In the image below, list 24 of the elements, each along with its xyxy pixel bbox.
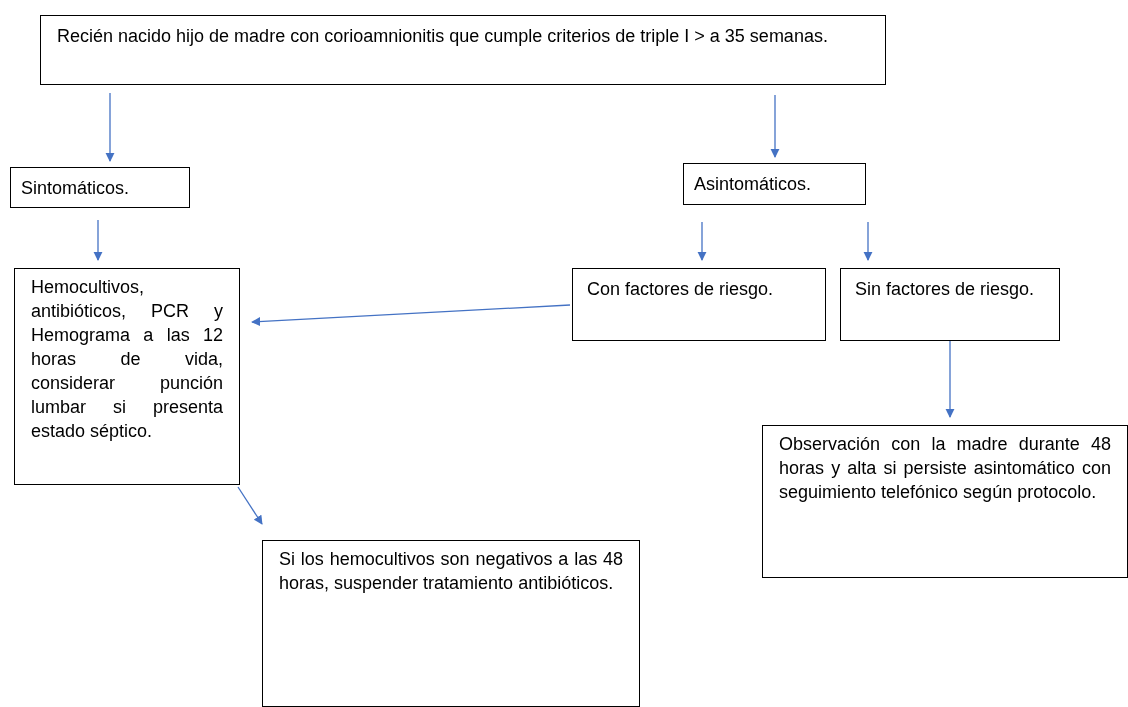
node-text: Asintomáticos. <box>694 173 813 196</box>
process-box <box>10 167 190 208</box>
arrow <box>697 221 707 261</box>
process-box <box>14 268 240 485</box>
process-box <box>572 268 826 341</box>
node-text: Recién nacido hijo de madre con corioamnionitis que cumple criterios de triple I > a 35 semanas. <box>57 25 829 48</box>
arrow <box>945 340 955 418</box>
node-text: Sin factores de riesgo. <box>855 278 1036 301</box>
node-text: Observación con la madre durante 48 horas y alta si persiste asintomático con seguimiento telefónico según protocolo. <box>779 433 1111 504</box>
arrow <box>93 219 103 261</box>
node-text: Si los hemocultivos son negativos a las 48 horas, suspender tratamiento antibióticos. <box>279 548 623 595</box>
arrow <box>105 92 115 162</box>
header-box <box>40 15 886 85</box>
node-text: Con factores de riesgo. <box>587 278 775 301</box>
process-box <box>262 540 640 707</box>
arrow <box>770 94 780 158</box>
node-text: Sintomáticos. <box>21 177 131 200</box>
process-box <box>683 163 866 205</box>
node-text: Hemocultivos, antibióticos, PCR y Hemograma a las 12 horas de vida, considerar punción lumbar si presenta estado séptico. <box>31 276 223 443</box>
arrow <box>863 221 873 261</box>
arrow <box>251 304 571 327</box>
process-box <box>840 268 1060 341</box>
process-box <box>762 425 1128 578</box>
arrow <box>237 486 263 525</box>
